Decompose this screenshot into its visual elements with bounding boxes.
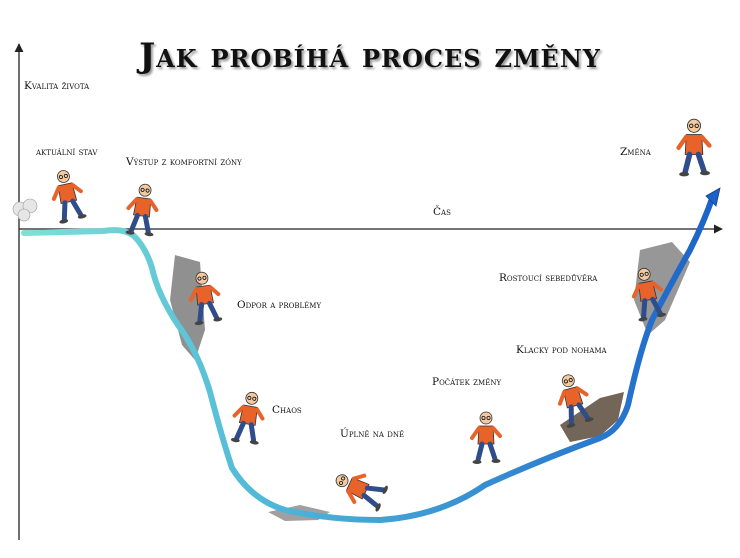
curve-arrowhead [705,187,721,207]
dust-cloud [12,198,38,222]
change-curve [21,193,716,523]
log-obstacle [560,392,624,442]
figure-chaos [230,390,267,446]
stage-label-confidence: Rostoucí sebedůvěra [499,272,598,284]
page-title: Jak probíhá proces změny [139,36,601,76]
stage-label-change: Změna [620,146,651,158]
stage-label-current-state: aktuální stav [36,146,98,158]
stage-label-leaving-comfort: Výstup z komfortní zóny [126,156,242,168]
figure-obstacles [553,371,594,429]
figure-rock-bottom [331,465,390,513]
figure-beginning [472,412,501,464]
stage-label-chaos: Chaos [272,404,302,416]
rock-cliff-left [170,255,205,360]
stage-label-rock-bottom: Úplně na dně [340,428,405,440]
stage-label-beginning: Počátek změny [432,376,502,388]
y-axis-label: Kvalita života [24,80,90,92]
stage-label-resistance: Odpor a problémy [237,299,322,311]
figure-change [679,119,710,176]
stage-label-obstacles: Klacky pod nohama [516,344,607,356]
x-axis-label: Čas [433,206,451,218]
figure-current-state [48,168,87,225]
